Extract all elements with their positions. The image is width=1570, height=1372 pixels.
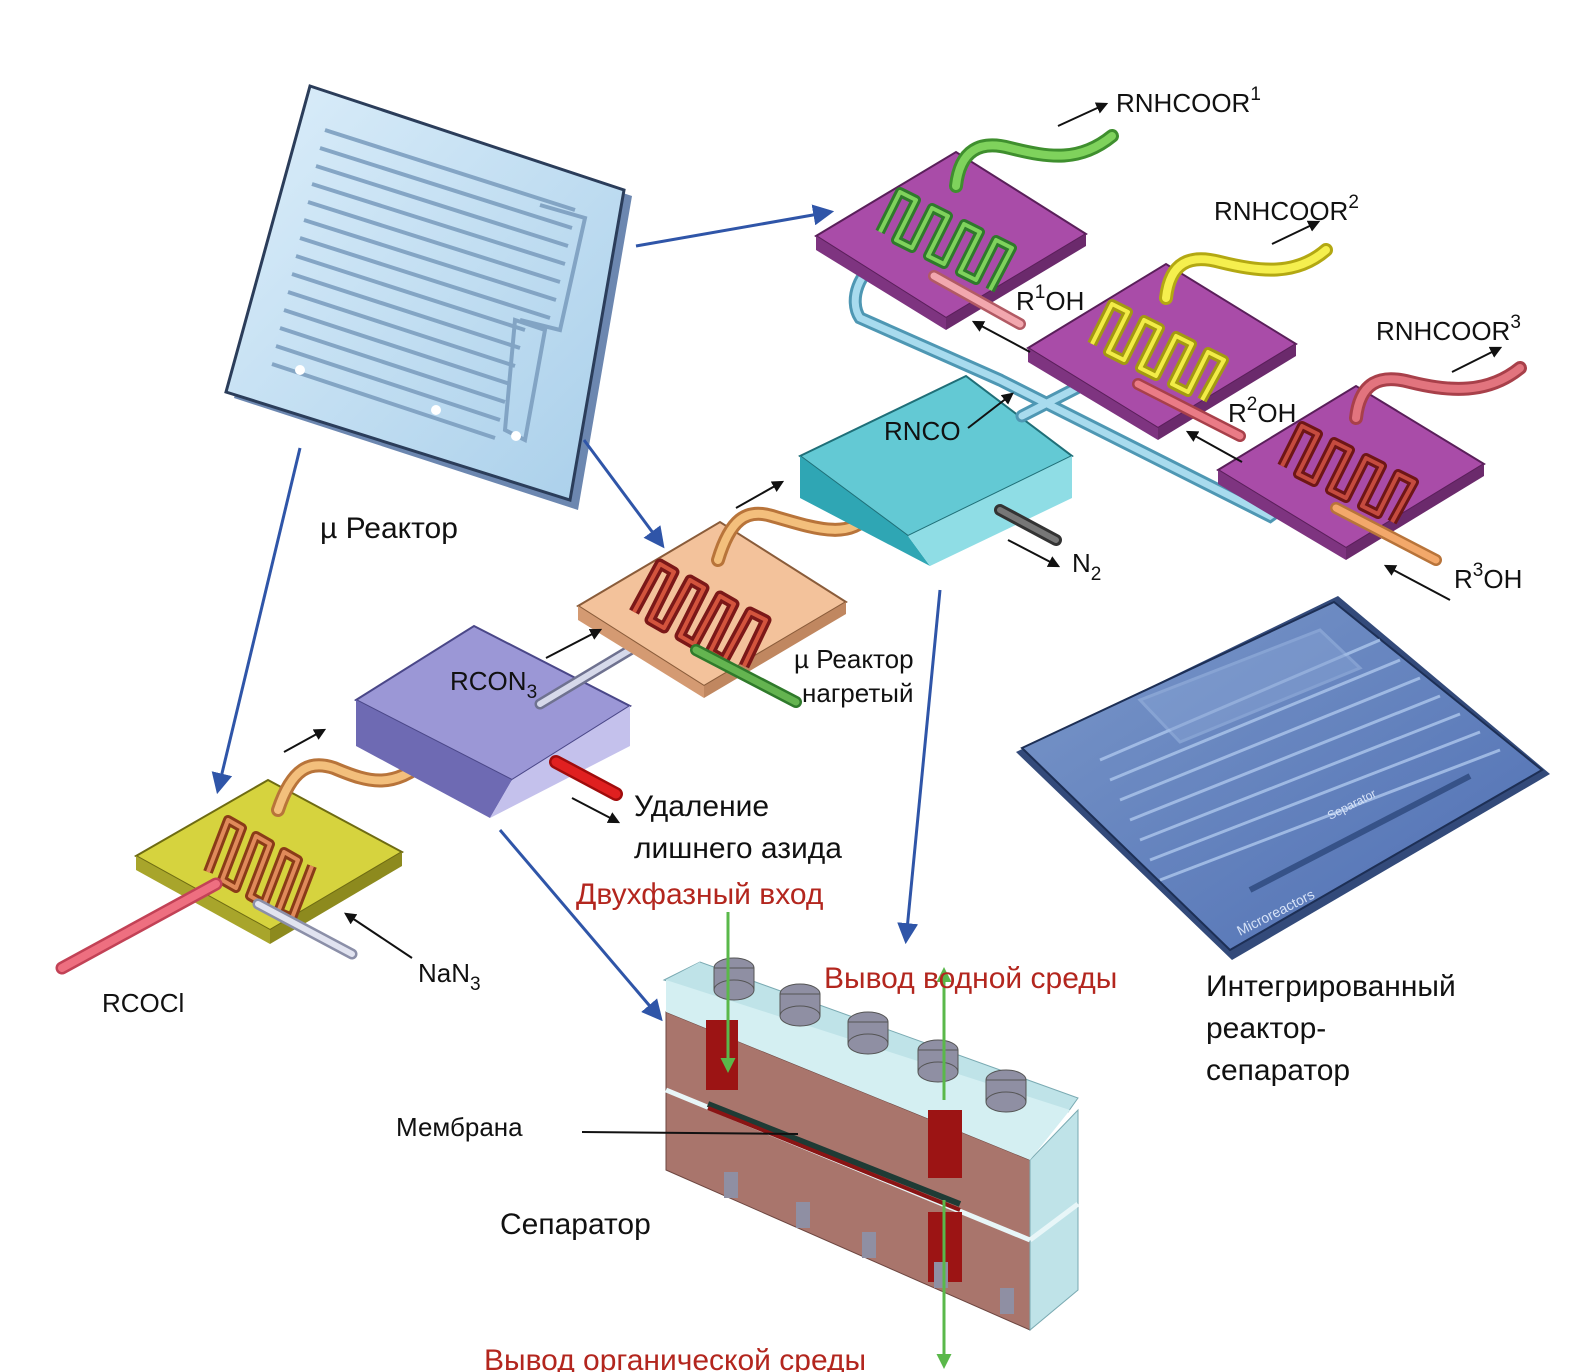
- label-product1: RNHCOOR1: [1116, 84, 1261, 118]
- label-membrane: Мембрана: [396, 1112, 523, 1142]
- label-nan3: NaN3: [418, 958, 481, 995]
- label-r1oh: R1OH: [1016, 282, 1084, 316]
- label-heated-reactor-2: нагретый: [802, 678, 913, 708]
- label-rcocl: RCOCl: [102, 988, 184, 1018]
- flow-arrows: [283, 102, 1503, 959]
- label-integrated-1: Интегрированный: [1206, 970, 1456, 1003]
- label-heated-reactor-1: µ Реактор: [794, 644, 914, 674]
- teal-block: [798, 374, 1074, 566]
- blue-arrows: [211, 204, 942, 1022]
- label-azide-removal-2: лишнего азида: [634, 832, 842, 865]
- yellow-reactor-plate: [133, 778, 405, 944]
- label-aqueous-outlet: Вывод водной среды: [824, 962, 1117, 995]
- label-separator: Сепаратор: [500, 1208, 651, 1241]
- label-rcon3: RCON3: [450, 666, 537, 703]
- label-product2: RNHCOOR2: [1214, 192, 1359, 226]
- separator-flow-arrows: [720, 912, 952, 1369]
- micro-reactor-chip: [224, 84, 632, 510]
- label-integrated-3: сепаратор: [1206, 1054, 1350, 1087]
- label-biphasic-inlet: Двухфазный вход: [576, 878, 823, 911]
- label-micro-reactor: µ Реактор: [320, 512, 458, 545]
- label-r3oh: R3OH: [1454, 560, 1522, 594]
- purple-block: [353, 624, 633, 818]
- label-product3: RNHCOOR3: [1376, 312, 1521, 346]
- label-r2oh: R2OH: [1228, 394, 1296, 428]
- membrane-pointer: [581, 1131, 799, 1135]
- separator-device: [662, 957, 1080, 1332]
- integrated-chip: Separator Microreactors: [1016, 596, 1550, 960]
- label-rnco: RNCO: [884, 416, 961, 446]
- label-n2: N2: [1072, 548, 1101, 585]
- label-organic-outlet: Вывод органической среды: [484, 1344, 866, 1372]
- label-integrated-2: реактор-: [1206, 1012, 1326, 1045]
- label-azide-removal-1: Удаление: [634, 790, 769, 823]
